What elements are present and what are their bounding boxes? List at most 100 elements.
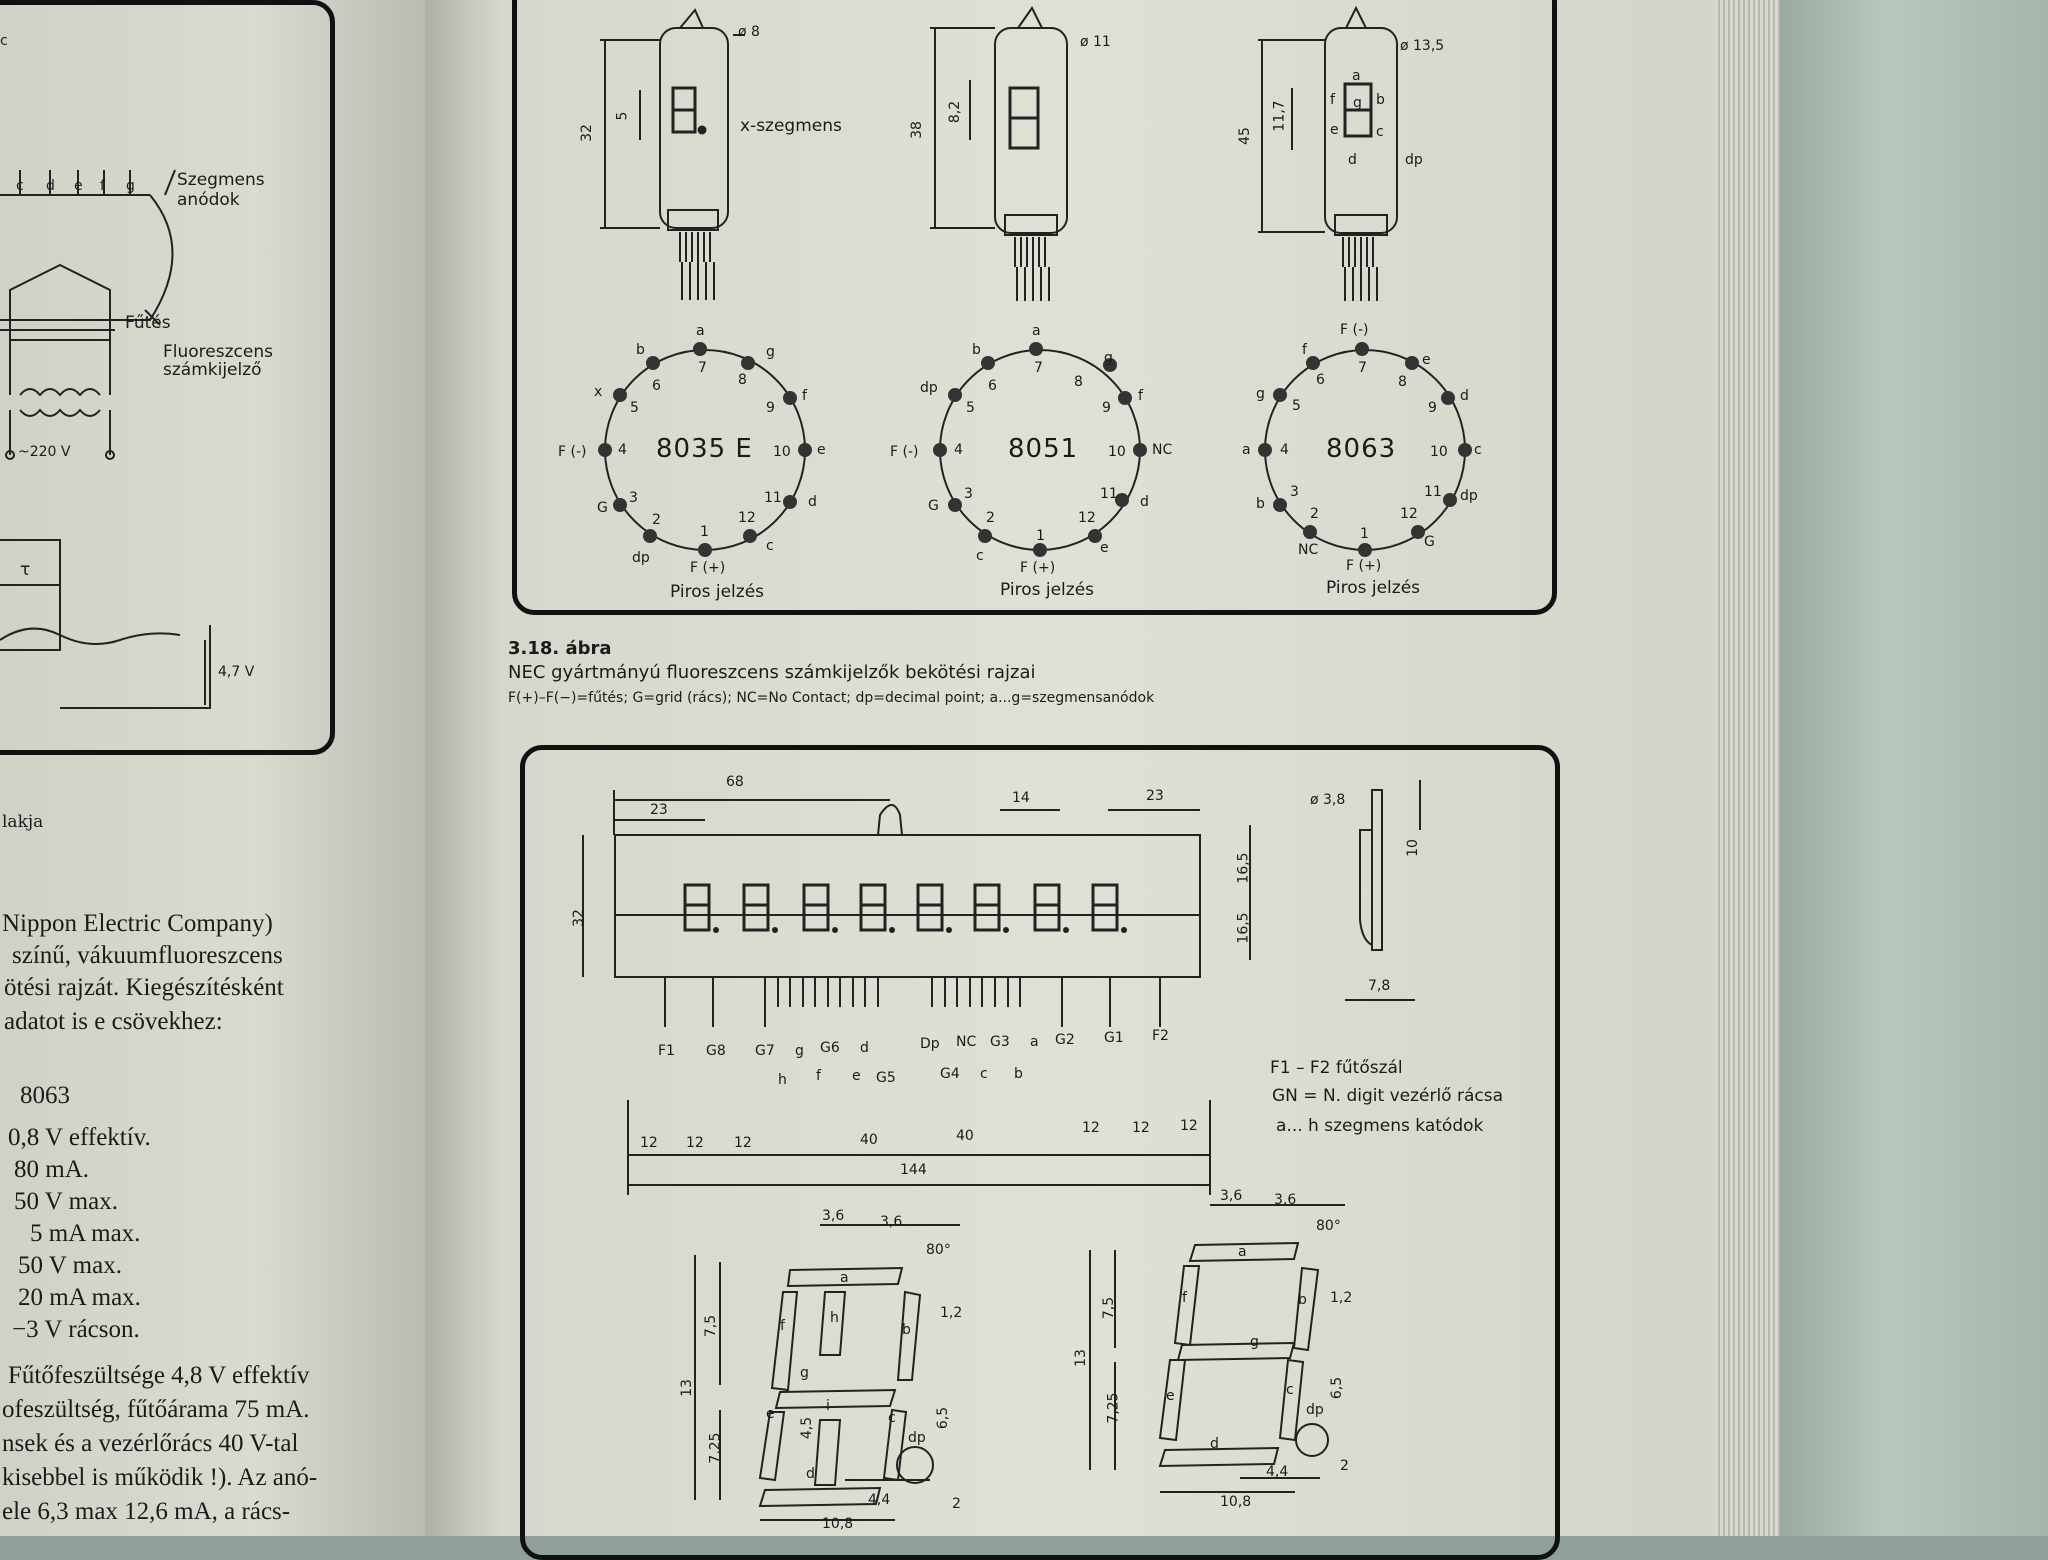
seg-letter: g	[800, 1365, 809, 1381]
pin-f1: F1	[658, 1043, 675, 1059]
text-line: színű, vákuumfluoreszcens	[12, 942, 283, 969]
text-line: adatot is e csövekhez:	[4, 1008, 223, 1035]
pin-g2: G2	[1055, 1032, 1075, 1048]
seg-dim: 4,5	[799, 1416, 816, 1440]
text-line: ele 6,3 max 12,6 mA, a rács-	[2, 1498, 291, 1525]
tube3-seg-e: e	[1330, 122, 1339, 138]
dim-23-left: 23	[650, 802, 668, 818]
dim-16-5-top: 16,5	[1235, 852, 1252, 884]
pin-number: 7	[1358, 360, 1367, 376]
pin-label: g	[1104, 350, 1113, 366]
pin-number: 8	[738, 372, 747, 388]
pin-d: d	[860, 1040, 869, 1056]
tube3-seg-d: d	[1348, 152, 1357, 168]
seg-dim: 1,2	[940, 1305, 963, 1321]
spec-value: −3 V rácson.	[12, 1316, 140, 1343]
pitch-12: 12	[640, 1135, 658, 1151]
legend-cathodes: a... h szegmens katódok	[1276, 1116, 1484, 1136]
tube1-segment-note: x-szegmens	[740, 116, 842, 136]
seg-letter: e	[766, 1406, 775, 1422]
heating-label: Fűtés	[125, 313, 171, 333]
seg-letter: b	[902, 1322, 911, 1338]
pin-label: dp	[920, 380, 938, 396]
pin-label: d	[1140, 494, 1149, 510]
pin-number: 4	[618, 442, 627, 458]
pin-label: c	[976, 548, 984, 564]
side-diameter: ø 3,8	[1310, 792, 1346, 808]
tube3-seg-g: g	[1353, 95, 1362, 111]
pin-c: c	[980, 1066, 988, 1082]
dim-23-right: 23	[1146, 788, 1164, 804]
pin-number: 9	[1102, 400, 1111, 416]
pitch-12: 12	[1132, 1120, 1150, 1136]
tube3-seg-c: c	[1376, 124, 1384, 140]
text-line: ötési rajzát. Kiegészítésként	[4, 974, 284, 1001]
tube3-diameter: ø 13,5	[1400, 38, 1445, 54]
pin-label: F (-)	[558, 444, 587, 460]
spec-value: 80 mA.	[14, 1156, 89, 1183]
left-figure-frame	[0, 0, 335, 755]
pin-label: d	[808, 494, 817, 510]
pin-number: 11	[1424, 484, 1442, 500]
pin-label: NC	[1298, 542, 1319, 558]
voltage-47-label: 4,7 V	[218, 664, 255, 680]
pin-label: b	[972, 342, 981, 358]
pin-label: F (+)	[690, 560, 726, 576]
total-length: 144	[900, 1162, 927, 1178]
segment-letter: f	[100, 178, 106, 194]
pinout2-footer: Piros jelzés	[1000, 580, 1095, 600]
pitch-40: 40	[860, 1132, 878, 1148]
pin-nc: NC	[956, 1034, 977, 1050]
left-page	[0, 0, 425, 1536]
pin-number: 1	[1360, 526, 1369, 542]
pin-number: 3	[964, 486, 973, 502]
pin-number: 12	[1078, 510, 1096, 526]
dim-32: 32	[570, 909, 587, 927]
seg-dim: 3,6	[1220, 1188, 1243, 1204]
pin-label: f	[1302, 342, 1307, 358]
pin-number: 3	[1290, 484, 1299, 500]
figure-318-frame	[512, 0, 1557, 615]
seg-letter: f	[780, 1318, 785, 1334]
seg-letter: a	[1238, 1244, 1247, 1260]
pin-number: 12	[1400, 506, 1418, 522]
segment-letter: c	[16, 178, 24, 194]
spec-value: 50 V max.	[18, 1252, 122, 1279]
spec-value: 20 mA max.	[18, 1284, 141, 1311]
pin-g1: G1	[1104, 1030, 1124, 1046]
tube1-diameter: ø 8	[738, 24, 760, 40]
seg-dim: 10,8	[1220, 1494, 1252, 1510]
pin-label: e	[1100, 540, 1109, 556]
pin-number: 6	[1316, 372, 1325, 388]
seg-letter: d	[1210, 1436, 1219, 1452]
spec-value: 0,8 V effektív.	[8, 1124, 151, 1151]
pitch-12: 12	[1082, 1120, 1100, 1136]
pin-number: 9	[766, 400, 775, 416]
tube3-seg-f: f	[1330, 92, 1335, 108]
pin-label: a	[1032, 323, 1041, 339]
pin-label: d	[1460, 388, 1469, 404]
pinout1-code: 8035 E	[656, 434, 753, 464]
tubes-drawing	[598, 5, 1472, 557]
tube2-diameter: ø 11	[1080, 34, 1111, 50]
seg-dim: 6,5	[1329, 1376, 1346, 1400]
pin-e: e	[852, 1068, 861, 1084]
pin-number: 1	[700, 524, 709, 540]
seg-letter: h	[830, 1310, 839, 1326]
seg-dim: 1,2	[1330, 1290, 1353, 1306]
pinout3-footer: Piros jelzés	[1326, 578, 1421, 598]
pin-label: b	[636, 342, 645, 358]
pin-label: F (-)	[890, 444, 919, 460]
pin-number: 10	[773, 444, 791, 460]
seg-letter: e	[1166, 1388, 1175, 1404]
seg-letter: f	[1182, 1290, 1187, 1306]
segment-letter: e	[74, 178, 83, 194]
pin-g: g	[795, 1043, 804, 1059]
pin-number: 8	[1074, 374, 1083, 390]
spec-header: 8063	[20, 1082, 70, 1109]
pin-number: 3	[629, 490, 638, 506]
fragment-c: c	[0, 33, 8, 49]
pin-label: g	[766, 344, 775, 360]
legend-heater: F1 – F2 fűtőszál	[1270, 1058, 1403, 1078]
pinout3-code: 8063	[1326, 434, 1397, 464]
